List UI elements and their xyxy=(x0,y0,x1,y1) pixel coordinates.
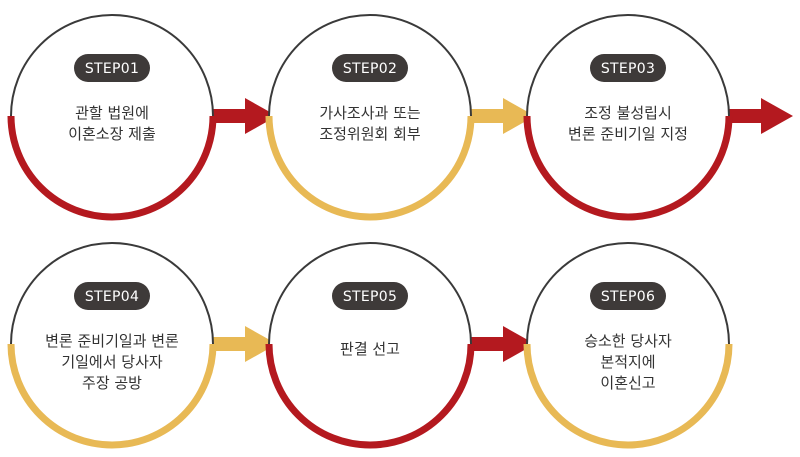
step-description-line: 관할 법원에 xyxy=(75,104,149,122)
step-badge xyxy=(590,54,666,82)
step-badge xyxy=(74,54,150,82)
step-badge-label: STEP06 xyxy=(601,289,655,305)
step-description-line: 주장 공방 xyxy=(82,374,142,392)
arrow-shaft xyxy=(211,337,247,351)
arrow-5 xyxy=(469,326,535,362)
arrow-3 xyxy=(727,98,793,134)
step-description-line: 이혼소장 제출 xyxy=(68,125,156,143)
step-description-line: 변론 준비기일과 변론 xyxy=(45,332,179,350)
arrow-shaft xyxy=(727,109,763,123)
arrow-head xyxy=(245,326,277,362)
step-badge-label: STEP04 xyxy=(85,289,139,305)
step-arc xyxy=(265,343,475,449)
step-badge-label: STEP01 xyxy=(85,61,139,77)
step-description-line: 조정 불성립시 xyxy=(584,104,672,122)
arrow-head xyxy=(761,98,793,134)
arrows-layer xyxy=(211,98,793,362)
arrow-head xyxy=(503,326,535,362)
step-description-line: 이혼신고 xyxy=(600,374,655,392)
step-description-line: 승소한 당사자 xyxy=(584,332,672,350)
arrow-4 xyxy=(211,326,277,362)
arrow-head xyxy=(245,98,277,134)
step-arc xyxy=(7,115,217,221)
step-5: STEP05 판결 선고 xyxy=(265,242,475,449)
arrow-shaft xyxy=(211,109,247,123)
step-badge xyxy=(590,282,666,310)
step-badge xyxy=(74,282,150,310)
step-badge xyxy=(332,54,408,82)
step-arc xyxy=(523,343,733,449)
step-description-line: 조정위원회 회부 xyxy=(319,125,421,143)
step-badge-label: STEP02 xyxy=(343,61,397,77)
step-badge-label: STEP03 xyxy=(601,61,655,77)
step-badge-label: STEP05 xyxy=(343,289,397,305)
arrow-2 xyxy=(469,98,535,134)
step-arc xyxy=(7,343,217,449)
arrow-1 xyxy=(211,98,277,134)
step-description-line: 가사조사과 또는 xyxy=(319,104,421,122)
arrow-shaft xyxy=(469,337,505,351)
arrow-head xyxy=(503,98,535,134)
step-description-line: 본적지에 xyxy=(600,353,655,371)
step-description-line: 변론 준비기일 지정 xyxy=(568,125,688,143)
step-description-line: 판결 선고 xyxy=(340,340,400,358)
step-arc xyxy=(265,115,475,221)
step-description-line: 기일에서 당사자 xyxy=(61,353,163,371)
step-arc xyxy=(523,115,733,221)
arrow-shaft xyxy=(469,109,505,123)
step-badge xyxy=(332,282,408,310)
